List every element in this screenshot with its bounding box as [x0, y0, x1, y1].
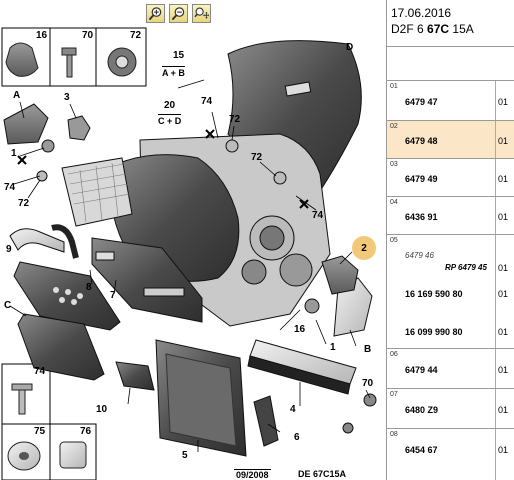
row-index: 02 [390, 123, 398, 130]
row-index: 07 [390, 391, 398, 398]
callout-1-b: 1 [330, 342, 336, 353]
zoom-in-button[interactable] [146, 4, 165, 23]
callout-1-a: 1 [11, 148, 17, 159]
callout-8: 8 [86, 282, 92, 293]
parts-list-panel: 17.06.2016 D2F 6 67C 15A 01 6479 47 01 0… [386, 0, 514, 480]
part-row-01[interactable]: 01 6479 47 01 [387, 80, 514, 120]
panel-header: 17.06.2016 D2F 6 67C 15A [387, 0, 514, 46]
part-qty: 01 [498, 405, 509, 415]
callout-16-b: 16 [294, 324, 306, 335]
catalog-code-bold: 67C [427, 22, 450, 36]
callout-c: C [4, 300, 12, 311]
pan-icon [194, 7, 209, 19]
zoom-toolbar [146, 4, 211, 24]
catalog-date: 17.06.2016 [391, 6, 452, 20]
callout-75: 75 [34, 426, 46, 437]
panel-blank-row [387, 46, 514, 79]
part-qty-rp: 01 [498, 263, 509, 273]
part-qty: 01 [498, 212, 509, 222]
zoom-in-icon [148, 7, 162, 21]
callout-d: D [346, 42, 354, 53]
callout-20: 20 [164, 100, 176, 111]
callout-20-sub: C + D [158, 114, 182, 126]
callout-15-sub: A + B [162, 66, 185, 78]
callout-72-b: 72 [18, 198, 30, 209]
callout-74-a: 74 [201, 96, 213, 107]
part-qty: 01 [498, 365, 509, 375]
part-number: 6479 47 [405, 97, 438, 107]
exploded-diagram: 16 70 72 15 A + B 20 C + D D A 3 74 72 1… [1, 27, 377, 480]
part-number-alt-2: 16 099 990 80 [405, 327, 463, 337]
part-number: 6479 49 [405, 174, 438, 184]
callout-5: 5 [182, 450, 188, 461]
row-index: 08 [390, 431, 398, 438]
detail-box-group-top [1, 27, 147, 87]
part-row-05[interactable]: 05 6479 46 RP 6479 45 16 169 590 80 16 0… [387, 234, 514, 348]
row-index: 06 [390, 351, 398, 358]
reference-stamp: DE 67C15A [296, 469, 349, 479]
part-qty: 01 [498, 445, 509, 455]
zoom-out-button[interactable] [169, 4, 188, 23]
callout-72: 72 [130, 30, 142, 41]
part-number: 6480 Z9 [405, 405, 439, 415]
part-qty: 01 [498, 174, 509, 184]
callout-2-highlight[interactable]: 2 [352, 236, 376, 260]
callout-2: 2 [361, 242, 367, 254]
part-qty: 01 [498, 136, 509, 146]
part-row-06[interactable]: 06 6479 44 01 [387, 348, 514, 388]
part-row-04[interactable]: 04 6436 91 01 [387, 196, 514, 234]
callout-74-c: 74 [312, 210, 324, 221]
callout-10: 10 [96, 404, 108, 415]
row-index: 04 [390, 199, 398, 206]
date-stamp: 09/2008 [234, 469, 271, 480]
callout-72-a: 72 [229, 114, 241, 125]
catalog-code: D2F 6 67C 15A [391, 22, 514, 36]
part-row-07[interactable]: 07 6480 Z9 01 [387, 388, 514, 428]
row-index: 05 [390, 237, 398, 244]
callout-15: 15 [173, 50, 185, 61]
replacement-part-number: RP 6479 45 [445, 263, 487, 272]
part-number-alt-1: 16 169 590 80 [405, 289, 463, 299]
catalog-code-prefix: D2F 6 [391, 22, 424, 36]
row-index: 01 [390, 83, 398, 90]
superseded-part-number: 6479 46 [405, 251, 434, 260]
callout-16: 16 [36, 30, 48, 41]
part-number: 6479 44 [405, 365, 438, 375]
diagram-drawing [1, 27, 377, 480]
callout-72-c: 72 [251, 152, 263, 163]
callout-74-d: 74 [34, 366, 46, 377]
callout-70-b: 70 [362, 378, 374, 389]
row-index: 03 [390, 161, 398, 168]
callout-b: B [364, 344, 372, 355]
zoom-out-icon [171, 7, 185, 21]
part-row-03[interactable]: 03 6479 49 01 [387, 158, 514, 196]
callout-4: 4 [290, 404, 296, 415]
callout-76: 76 [80, 426, 92, 437]
part-qty-1: 01 [498, 289, 509, 299]
callout-7: 7 [110, 290, 116, 301]
part-number: 6479 48 [405, 136, 438, 146]
part-qty-2: 01 [498, 327, 509, 337]
part-number: 6436 91 [405, 212, 438, 222]
callout-6: 6 [294, 432, 300, 443]
callout-74-b: 74 [4, 182, 16, 193]
part-number: 6454 67 [405, 445, 438, 455]
callout-70: 70 [82, 30, 94, 41]
pan-button[interactable] [192, 4, 211, 23]
callout-3: 3 [64, 92, 70, 103]
catalog-code-suffix: 15A [452, 22, 474, 36]
callout-a: A [13, 90, 21, 101]
detail-box-group-bottom [1, 363, 97, 480]
part-row-02-selected[interactable]: 02 6479 48 01 [387, 120, 514, 158]
part-qty: 01 [498, 97, 509, 107]
part-row-08[interactable]: 08 6454 67 01 [387, 428, 514, 480]
callout-9: 9 [6, 244, 12, 255]
